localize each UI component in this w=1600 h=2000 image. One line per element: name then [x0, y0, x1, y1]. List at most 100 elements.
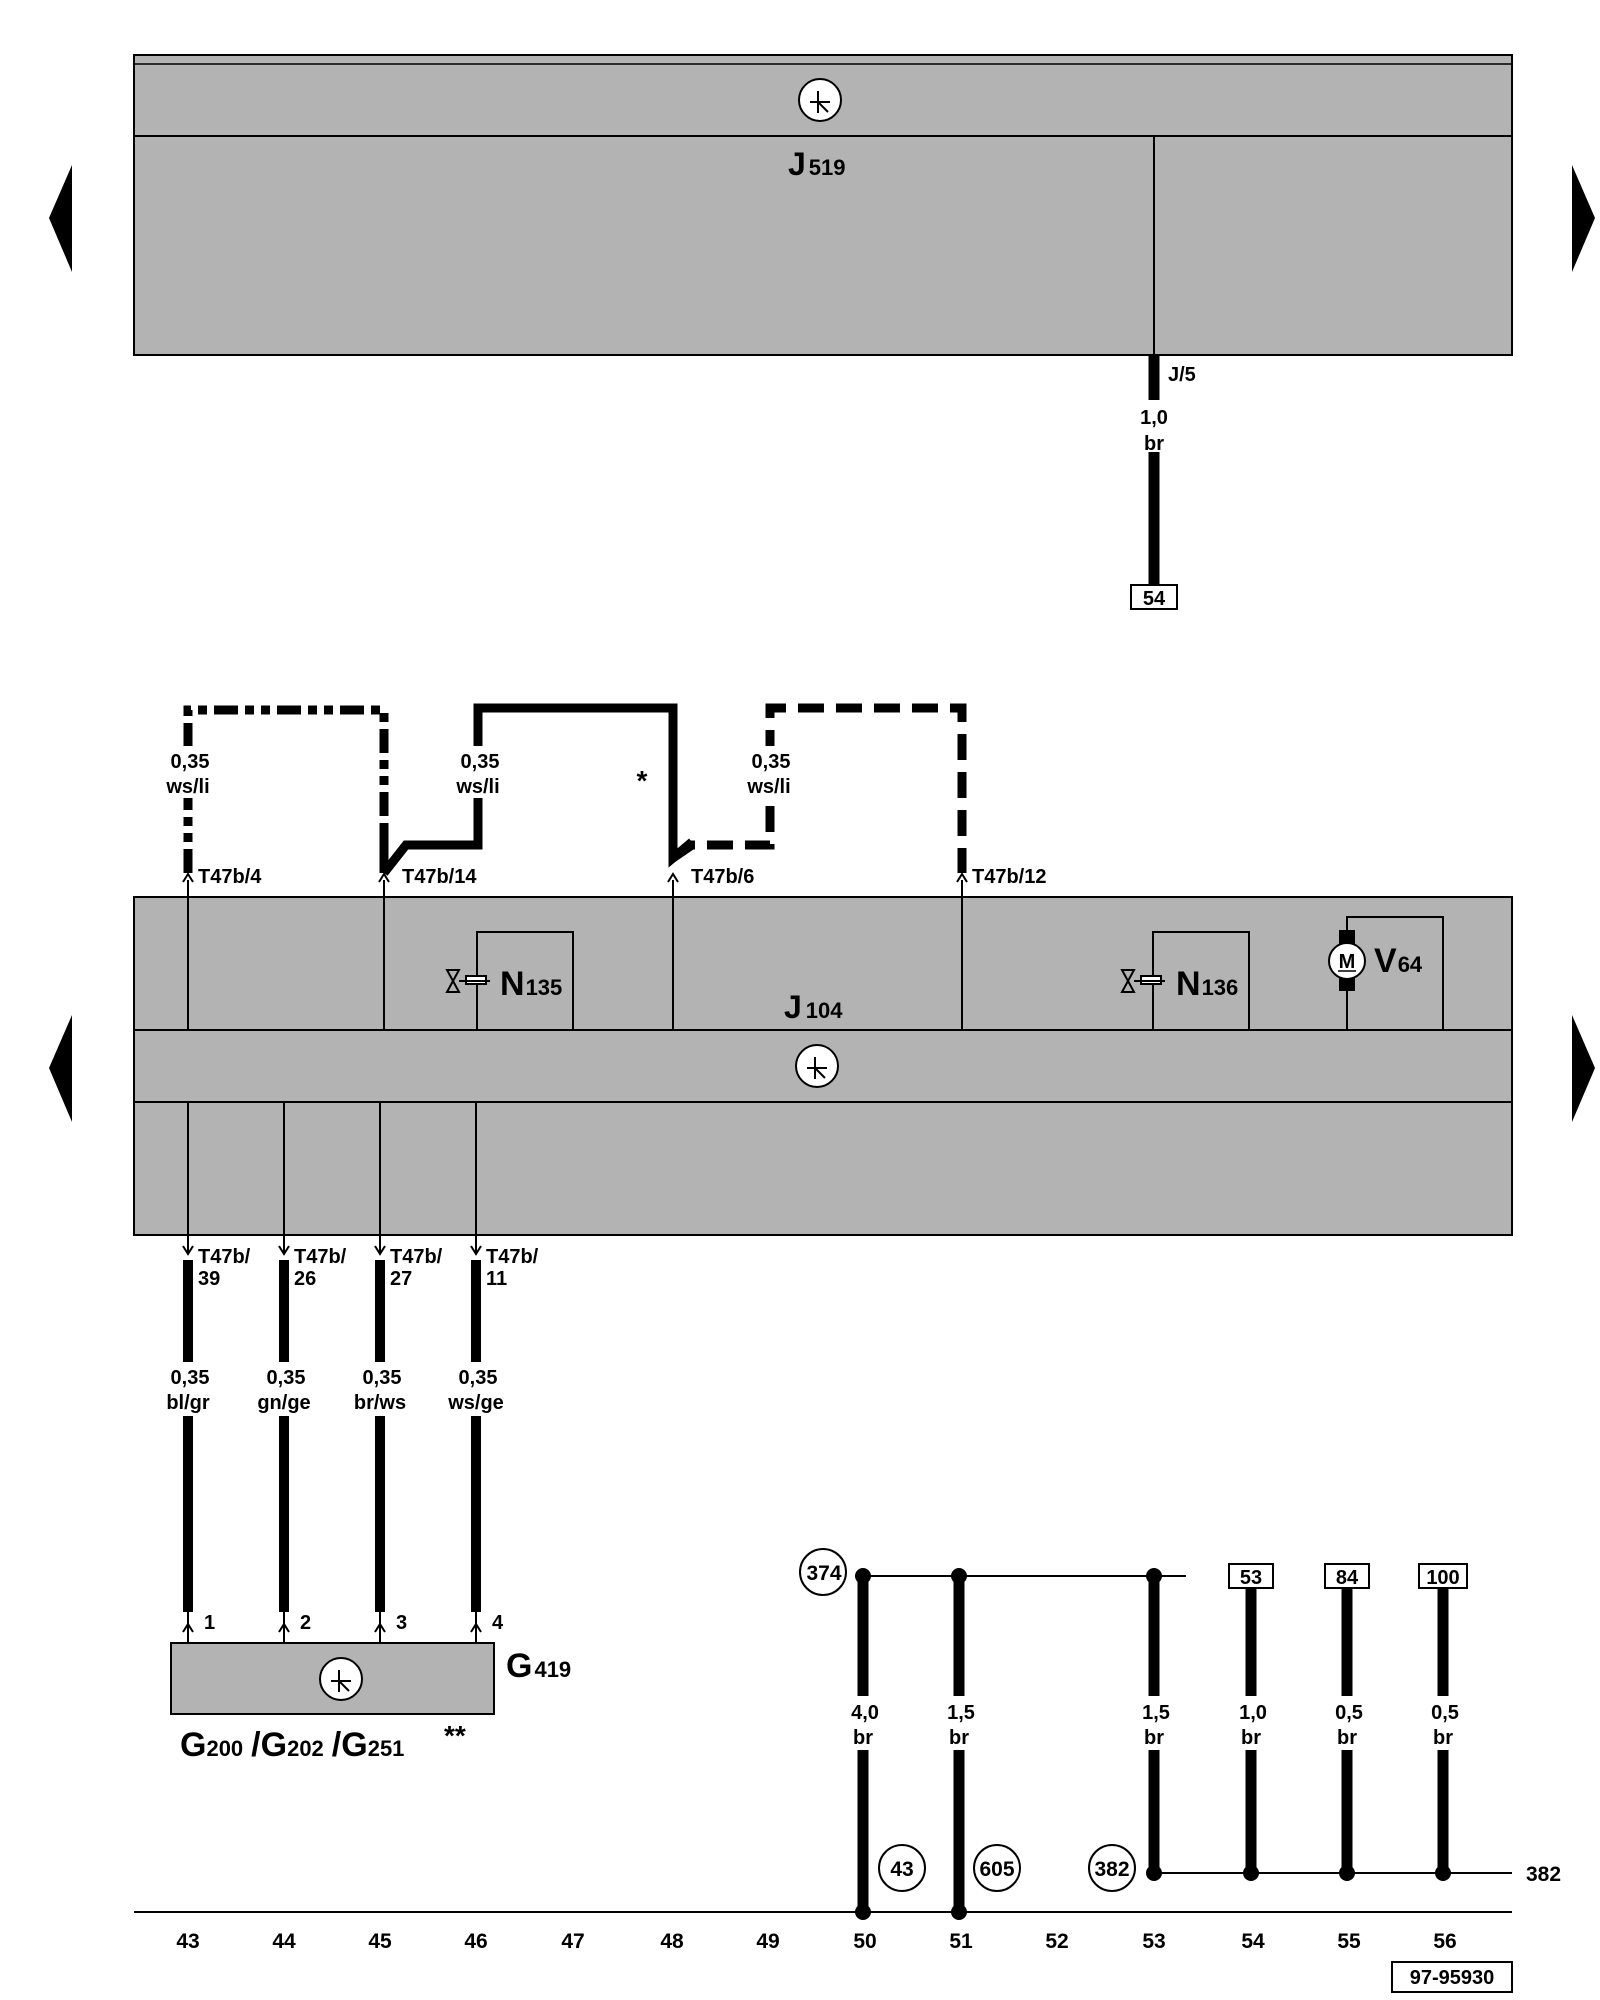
sensor-pins	[182, 1612, 482, 1643]
sensor-group-label: G200/G202/G251	[180, 1726, 404, 1764]
connector-label: T47b/12	[972, 866, 1046, 888]
ground-point-label: 374	[806, 1562, 841, 1585]
ground-point-43[interactable]	[878, 1844, 926, 1892]
wire-color-label: br/ws	[354, 1392, 406, 1414]
ref-box-54-label: 54	[1143, 588, 1166, 610]
track-numbers: 43 44 45 46 47 48 49 50 51 52 53 54 55 5…	[176, 1930, 1456, 1953]
page-next-arrow-top[interactable]	[1572, 165, 1595, 272]
ref-box-100[interactable]	[1418, 1563, 1468, 1589]
track-number: 52	[1045, 1930, 1068, 1953]
wire-color-label: gn/ge	[257, 1392, 310, 1414]
connector-label: T47b/	[294, 1246, 347, 1268]
wire-color-label: ws/li	[455, 776, 499, 798]
junction-dots	[855, 1568, 1451, 1920]
wire-gauge-label: 0,35	[267, 1367, 306, 1389]
track-number: 54	[1241, 1930, 1265, 1953]
connector-label: T47b/4	[198, 866, 262, 888]
component-label-n136: N136	[1176, 965, 1238, 1003]
wire-gauge-label: 0,35	[752, 751, 791, 773]
wire-gauge-label: 1,5	[1142, 1702, 1170, 1724]
ground-line-label: 382	[1526, 1863, 1561, 1886]
ground-point-label: 43	[890, 1858, 913, 1881]
ref-box-54[interactable]	[1130, 584, 1178, 610]
wire-gauge-label: 4,0	[851, 1702, 879, 1724]
track-number: 55	[1337, 1930, 1361, 1953]
connector-label: T47b/	[486, 1246, 539, 1268]
pin-number: 3	[396, 1612, 407, 1634]
wire-color-label: br	[853, 1727, 873, 1749]
track-number: 49	[756, 1930, 779, 1953]
ground-point-605[interactable]	[973, 1844, 1021, 1892]
ref-box-84[interactable]	[1324, 1563, 1370, 1589]
electronic-unit-icon	[798, 78, 842, 122]
wire-gauge-label: 1,0	[1239, 1702, 1267, 1724]
connector-label: T47b/14	[402, 866, 477, 888]
wire-gauge-label: 1,0	[1140, 407, 1168, 429]
wire-color-label: br	[1144, 433, 1164, 455]
component-n135[interactable]: N135	[445, 931, 574, 1031]
wire-gauge-label: 1,5	[947, 1702, 975, 1724]
wire-color-label: br	[1241, 1727, 1261, 1749]
track-number: 44	[272, 1930, 296, 1953]
wire-loop-dashed	[670, 703, 967, 873]
ref-box-53[interactable]	[1228, 1563, 1274, 1589]
track-number: 56	[1433, 1930, 1456, 1953]
wire-color-label: ws/ge	[447, 1392, 504, 1414]
pin-number: 1	[204, 1612, 215, 1634]
sensor-g419[interactable]	[170, 1642, 495, 1715]
component-n136[interactable]: N136	[1120, 931, 1250, 1031]
pin-number: 4	[492, 1612, 504, 1634]
doc-id: 97-95930	[1410, 1967, 1495, 1989]
ref-box-label: 84	[1336, 1567, 1359, 1589]
wire-color-label: ws/li	[165, 776, 209, 798]
valve-icon	[1120, 969, 1165, 993]
sensor-label-g419: G419	[506, 1647, 571, 1685]
connector-label: 11	[486, 1268, 507, 1290]
wire-color-label: br	[1144, 1727, 1164, 1749]
page-prev-arrow-top[interactable]	[49, 165, 72, 272]
ground-point-382[interactable]	[1088, 1844, 1136, 1892]
wire-gauge-label: 0,35	[459, 1367, 498, 1389]
component-label-v64: V64	[1374, 942, 1423, 980]
track-number: 53	[1142, 1930, 1165, 1953]
ref-box-label: 53	[1240, 1567, 1262, 1589]
track-number: 51	[949, 1930, 973, 1953]
track-number: 47	[561, 1930, 584, 1953]
page-prev-arrow-mid[interactable]	[49, 1015, 72, 1122]
page-next-arrow-mid[interactable]	[1572, 1015, 1595, 1122]
connector-label: 39	[198, 1268, 220, 1290]
asterisk-note: *	[637, 765, 648, 796]
connector-label: 26	[294, 1268, 316, 1290]
wire-color-label: br	[1433, 1727, 1453, 1749]
electronic-unit-icon	[319, 1657, 363, 1701]
connector-label: 27	[390, 1268, 412, 1290]
wire-gauge-label: 0,35	[171, 751, 210, 773]
track-number: 46	[464, 1930, 487, 1953]
track-number: 48	[660, 1930, 684, 1953]
ref-box-label: 100	[1426, 1567, 1459, 1589]
footnote-marker: **	[444, 1720, 466, 1751]
connector-pins-top	[182, 872, 968, 883]
pin-label-j5: J/5	[1168, 364, 1196, 386]
component-v64[interactable]: M V64	[1328, 916, 1444, 1030]
pin-number: 2	[300, 1612, 311, 1634]
motor-icon: M	[1328, 930, 1366, 991]
component-label-n135: N135	[500, 965, 562, 1003]
wire-color-label: ws/li	[746, 776, 790, 798]
track-number: 50	[853, 1930, 876, 1953]
svg-text:M: M	[1339, 951, 1356, 973]
ground-point-label: 382	[1094, 1858, 1129, 1881]
ground-point-374[interactable]	[799, 1548, 847, 1596]
doc-id-box	[1391, 1961, 1513, 1993]
wire-gauge-label: 0,35	[171, 1367, 210, 1389]
track-number: 43	[176, 1930, 199, 1953]
wires-to-sensor	[183, 1260, 481, 1612]
wire-color-label: br	[1337, 1727, 1357, 1749]
connector-label: T47b/6	[691, 866, 754, 888]
wire-color-label: bl/gr	[166, 1392, 210, 1414]
wire-gauge-label: 0,35	[363, 1367, 402, 1389]
